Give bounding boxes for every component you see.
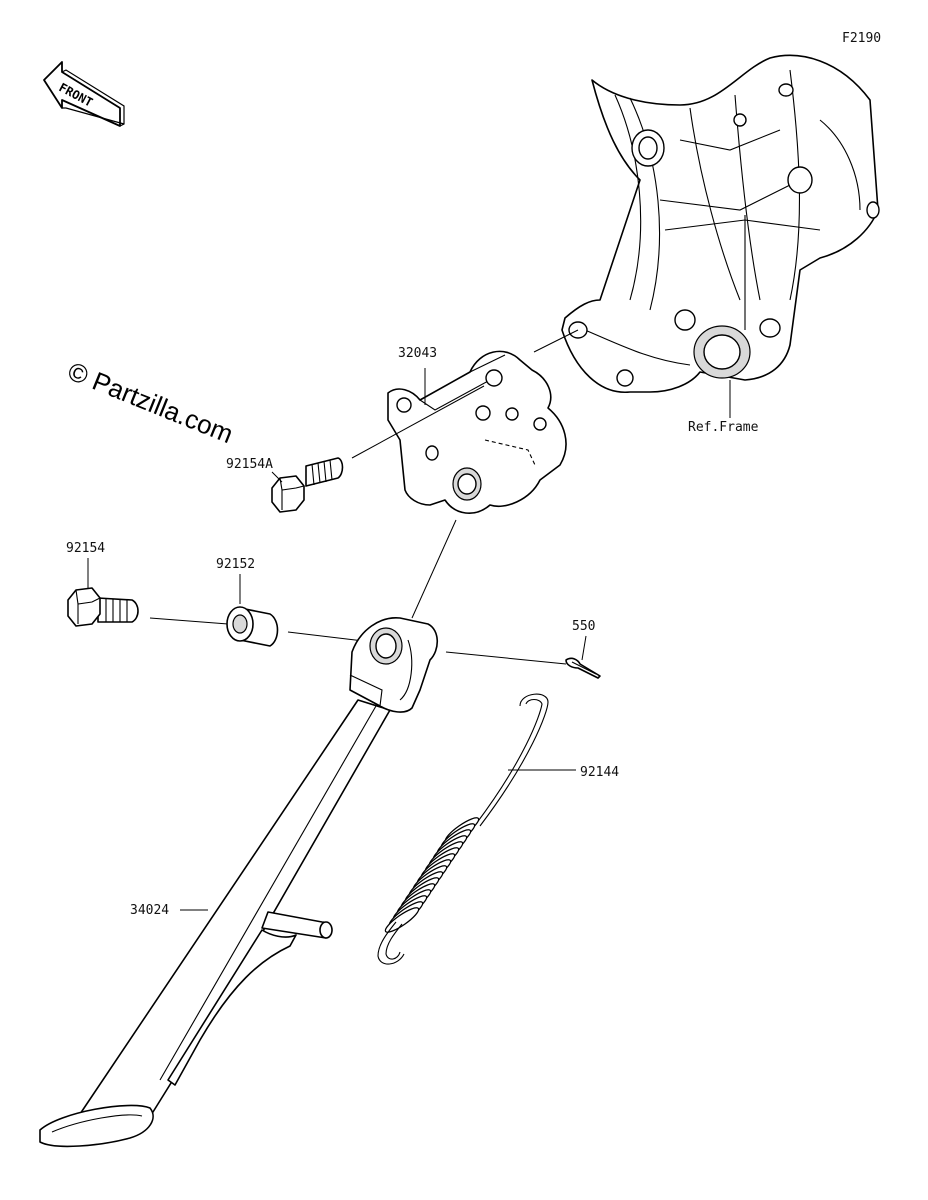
bracket-bolt-line [351,385,485,459]
spring-label: 92144 [580,765,619,780]
cotter-pin-part [565,657,601,679]
frame-bracket-line [533,329,579,353]
pivot-bolt-label: 92154 [66,541,105,556]
diagram-code: F2190 [842,31,881,46]
pivot-bolt-part [67,587,139,627]
side-stand-label: 34024 [130,903,169,918]
bracket-bolt-part [271,457,344,513]
spring-coil [384,907,420,933]
collar-part [226,606,279,647]
spring-coils [384,817,480,933]
bracket-label: 32043 [398,346,437,361]
side-stand-part [39,617,439,1148]
bracket-bolt-leader [271,471,283,483]
cotter-pin-leader [581,635,587,661]
stand-pin-line [445,651,567,665]
frame-section [561,54,880,393]
bracket-part [387,350,567,514]
bracket-bolt-label: 92154A [226,457,273,472]
cotter-pin-label: 550 [572,619,595,634]
spring-part [377,693,549,965]
frame-ref-label: Ref.Frame [688,420,759,435]
bracket-stand-line [411,519,457,619]
collar-label: 92152 [216,557,255,572]
front-arrow-icon: FRONT [43,61,125,127]
watermark: © Partzilla.com [64,356,238,449]
pivot-bolt-line [149,617,229,625]
